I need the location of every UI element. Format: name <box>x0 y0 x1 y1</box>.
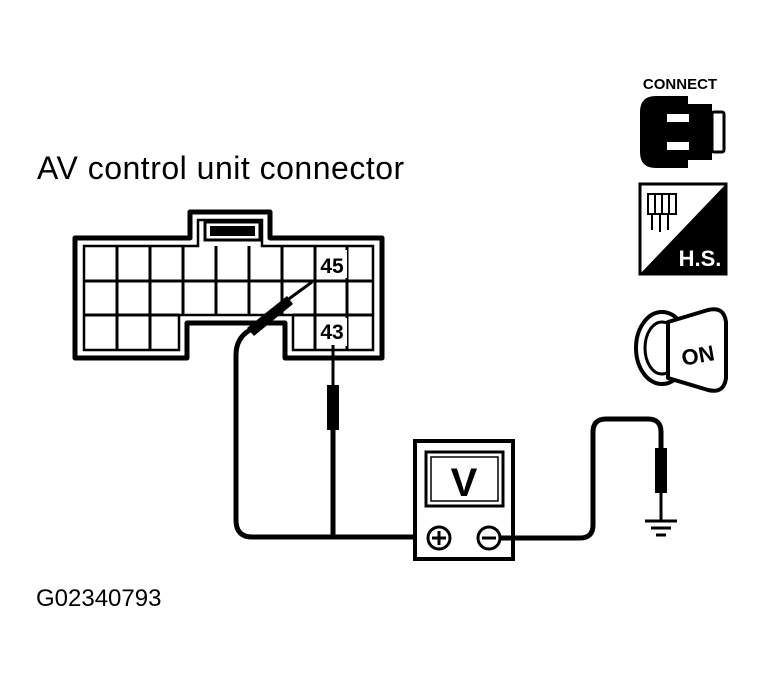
ground-icon <box>645 519 677 537</box>
terminal-45-label: 45 <box>320 255 344 278</box>
connect-label: CONNECT <box>643 76 717 93</box>
harness-side-icon: H.S. <box>638 182 728 276</box>
voltmeter: V <box>413 439 515 561</box>
connector-title: AV control unit connector <box>37 150 405 186</box>
ground-lead <box>500 416 667 541</box>
probe-terminal-45 <box>233 280 430 540</box>
meter-symbol: V <box>451 461 478 505</box>
probe-terminal-43 <box>327 345 339 537</box>
ignition-label: ON <box>679 340 716 370</box>
av-control-unit-connector <box>72 209 385 361</box>
figure-id: G02340793 <box>36 585 162 612</box>
harness-label: H.S. <box>679 246 722 271</box>
terminal-43-label: 43 <box>320 321 343 344</box>
connector-connect-icon: CONNECT <box>640 76 726 168</box>
ignition-key-on-icon: ON <box>634 307 728 393</box>
terminal-43-cell <box>317 318 347 346</box>
terminal-45-cell <box>317 250 347 278</box>
